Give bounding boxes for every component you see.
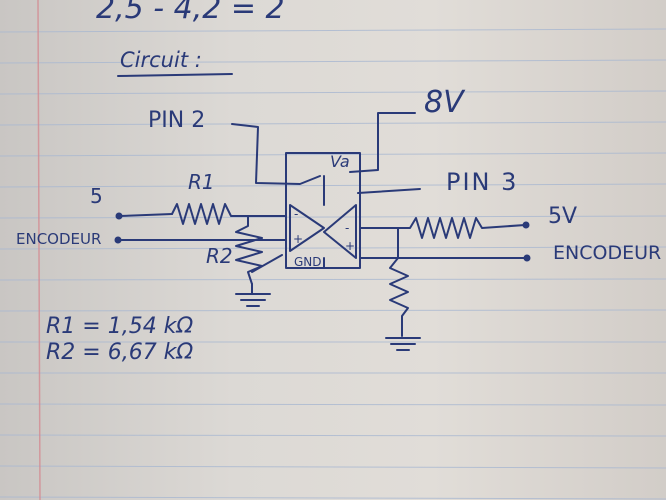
r2-feedback-wire: [251, 254, 283, 273]
supply-8v-wire: [349, 112, 416, 173]
node-5v: [522, 221, 530, 229]
label-minus-left: -: [294, 207, 299, 221]
top-equation: 2,5 - 4,2 = 2: [96, 0, 285, 26]
label-plus-left: +: [293, 232, 304, 246]
opamp-right-triangle: [323, 204, 357, 259]
label-r2: R2: [206, 244, 233, 268]
resistor-r2: [235, 215, 263, 285]
resistor-r1: [171, 203, 287, 225]
pin2-wire: [231, 123, 321, 185]
label-minus-right: -: [345, 221, 350, 235]
label-plus-right: +: [345, 239, 356, 253]
value-r2: R2 = 6,67 kΩ: [46, 340, 194, 365]
pin3-wire: [357, 188, 421, 194]
opamp-package: [285, 152, 361, 269]
ground-left: [235, 293, 271, 307]
label-r1: R1: [188, 170, 215, 194]
label-encodeur-right: ENCODEUR: [553, 242, 662, 264]
resistor-right-vertical: [389, 227, 409, 337]
ground-right: [385, 337, 421, 351]
resistor-right-top: [359, 217, 526, 239]
opamp-left-triangle: [289, 204, 325, 252]
label-pin2: PIN 2: [148, 108, 206, 133]
label-5v: 5V: [548, 204, 578, 229]
label-pin3: PIN 3: [446, 168, 519, 196]
node-encodeur-right: [523, 254, 531, 262]
label-8v: 8V: [424, 85, 464, 120]
heading-circuit: Circuit :: [120, 48, 202, 72]
label-encodeur-left: ENCODEUR: [16, 230, 102, 248]
value-r1: R1 = 1,54 kΩ: [46, 314, 194, 339]
wire-5-to-r1: [119, 213, 173, 217]
label-gnd: GND: [294, 255, 322, 269]
heading-underline: [117, 73, 233, 77]
label-va: Va: [330, 152, 350, 171]
label-5: 5: [90, 184, 103, 208]
